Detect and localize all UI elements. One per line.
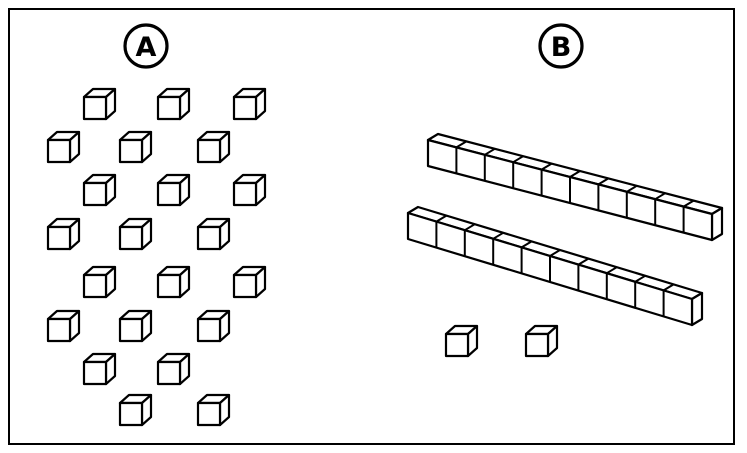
unit-cube (158, 175, 189, 205)
unit-cube (48, 219, 79, 249)
cube-front-face (158, 183, 180, 205)
unit-cube (84, 354, 115, 384)
unit-cube (446, 326, 477, 356)
unit-cube (120, 132, 151, 162)
unit-cube (198, 311, 229, 341)
panel-b-label: B (540, 25, 582, 67)
unit-cube (48, 132, 79, 162)
unit-cube (198, 219, 229, 249)
unit-cube (158, 354, 189, 384)
cube-front-face (158, 275, 180, 297)
cube-front-face (120, 319, 142, 341)
cube-front-face (48, 140, 70, 162)
cube-front-face (158, 97, 180, 119)
unit-cube (84, 89, 115, 119)
cube-front-face (446, 334, 468, 356)
cube-front-face (526, 334, 548, 356)
panel-a-letter: A (136, 32, 157, 63)
unit-cube (120, 395, 151, 425)
unit-cube (198, 395, 229, 425)
cube-front-face (120, 140, 142, 162)
unit-cube (84, 175, 115, 205)
cube-front-face (48, 227, 70, 249)
cube-front-face (84, 275, 106, 297)
cube-front-face (84, 362, 106, 384)
unit-cube (234, 175, 265, 205)
unit-cube (198, 132, 229, 162)
panel-a-units (48, 89, 265, 425)
cube-front-face (198, 403, 220, 425)
rod-end-face (692, 293, 702, 325)
rod-end-face (712, 208, 722, 240)
cube-front-face (48, 319, 70, 341)
unit-cube (120, 311, 151, 341)
panel-b-letter: B (551, 32, 572, 63)
cube-front-face (158, 362, 180, 384)
unit-cube (526, 326, 557, 356)
cube-front-face (120, 403, 142, 425)
cube-front-face (234, 275, 256, 297)
cube-front-face (234, 97, 256, 119)
unit-cube (84, 267, 115, 297)
unit-cube (234, 89, 265, 119)
unit-cube (158, 89, 189, 119)
cube-front-face (198, 319, 220, 341)
panel-a-label: A (125, 25, 167, 67)
cube-front-face (84, 183, 106, 205)
cube-front-face (198, 140, 220, 162)
cube-front-face (120, 227, 142, 249)
panel-b-blocks (408, 134, 722, 356)
cube-front-face (198, 227, 220, 249)
cube-front-face (84, 97, 106, 119)
cube-front-face (234, 183, 256, 205)
unit-cube (120, 219, 151, 249)
unit-cube (234, 267, 265, 297)
unit-cube (158, 267, 189, 297)
unit-cube (48, 311, 79, 341)
